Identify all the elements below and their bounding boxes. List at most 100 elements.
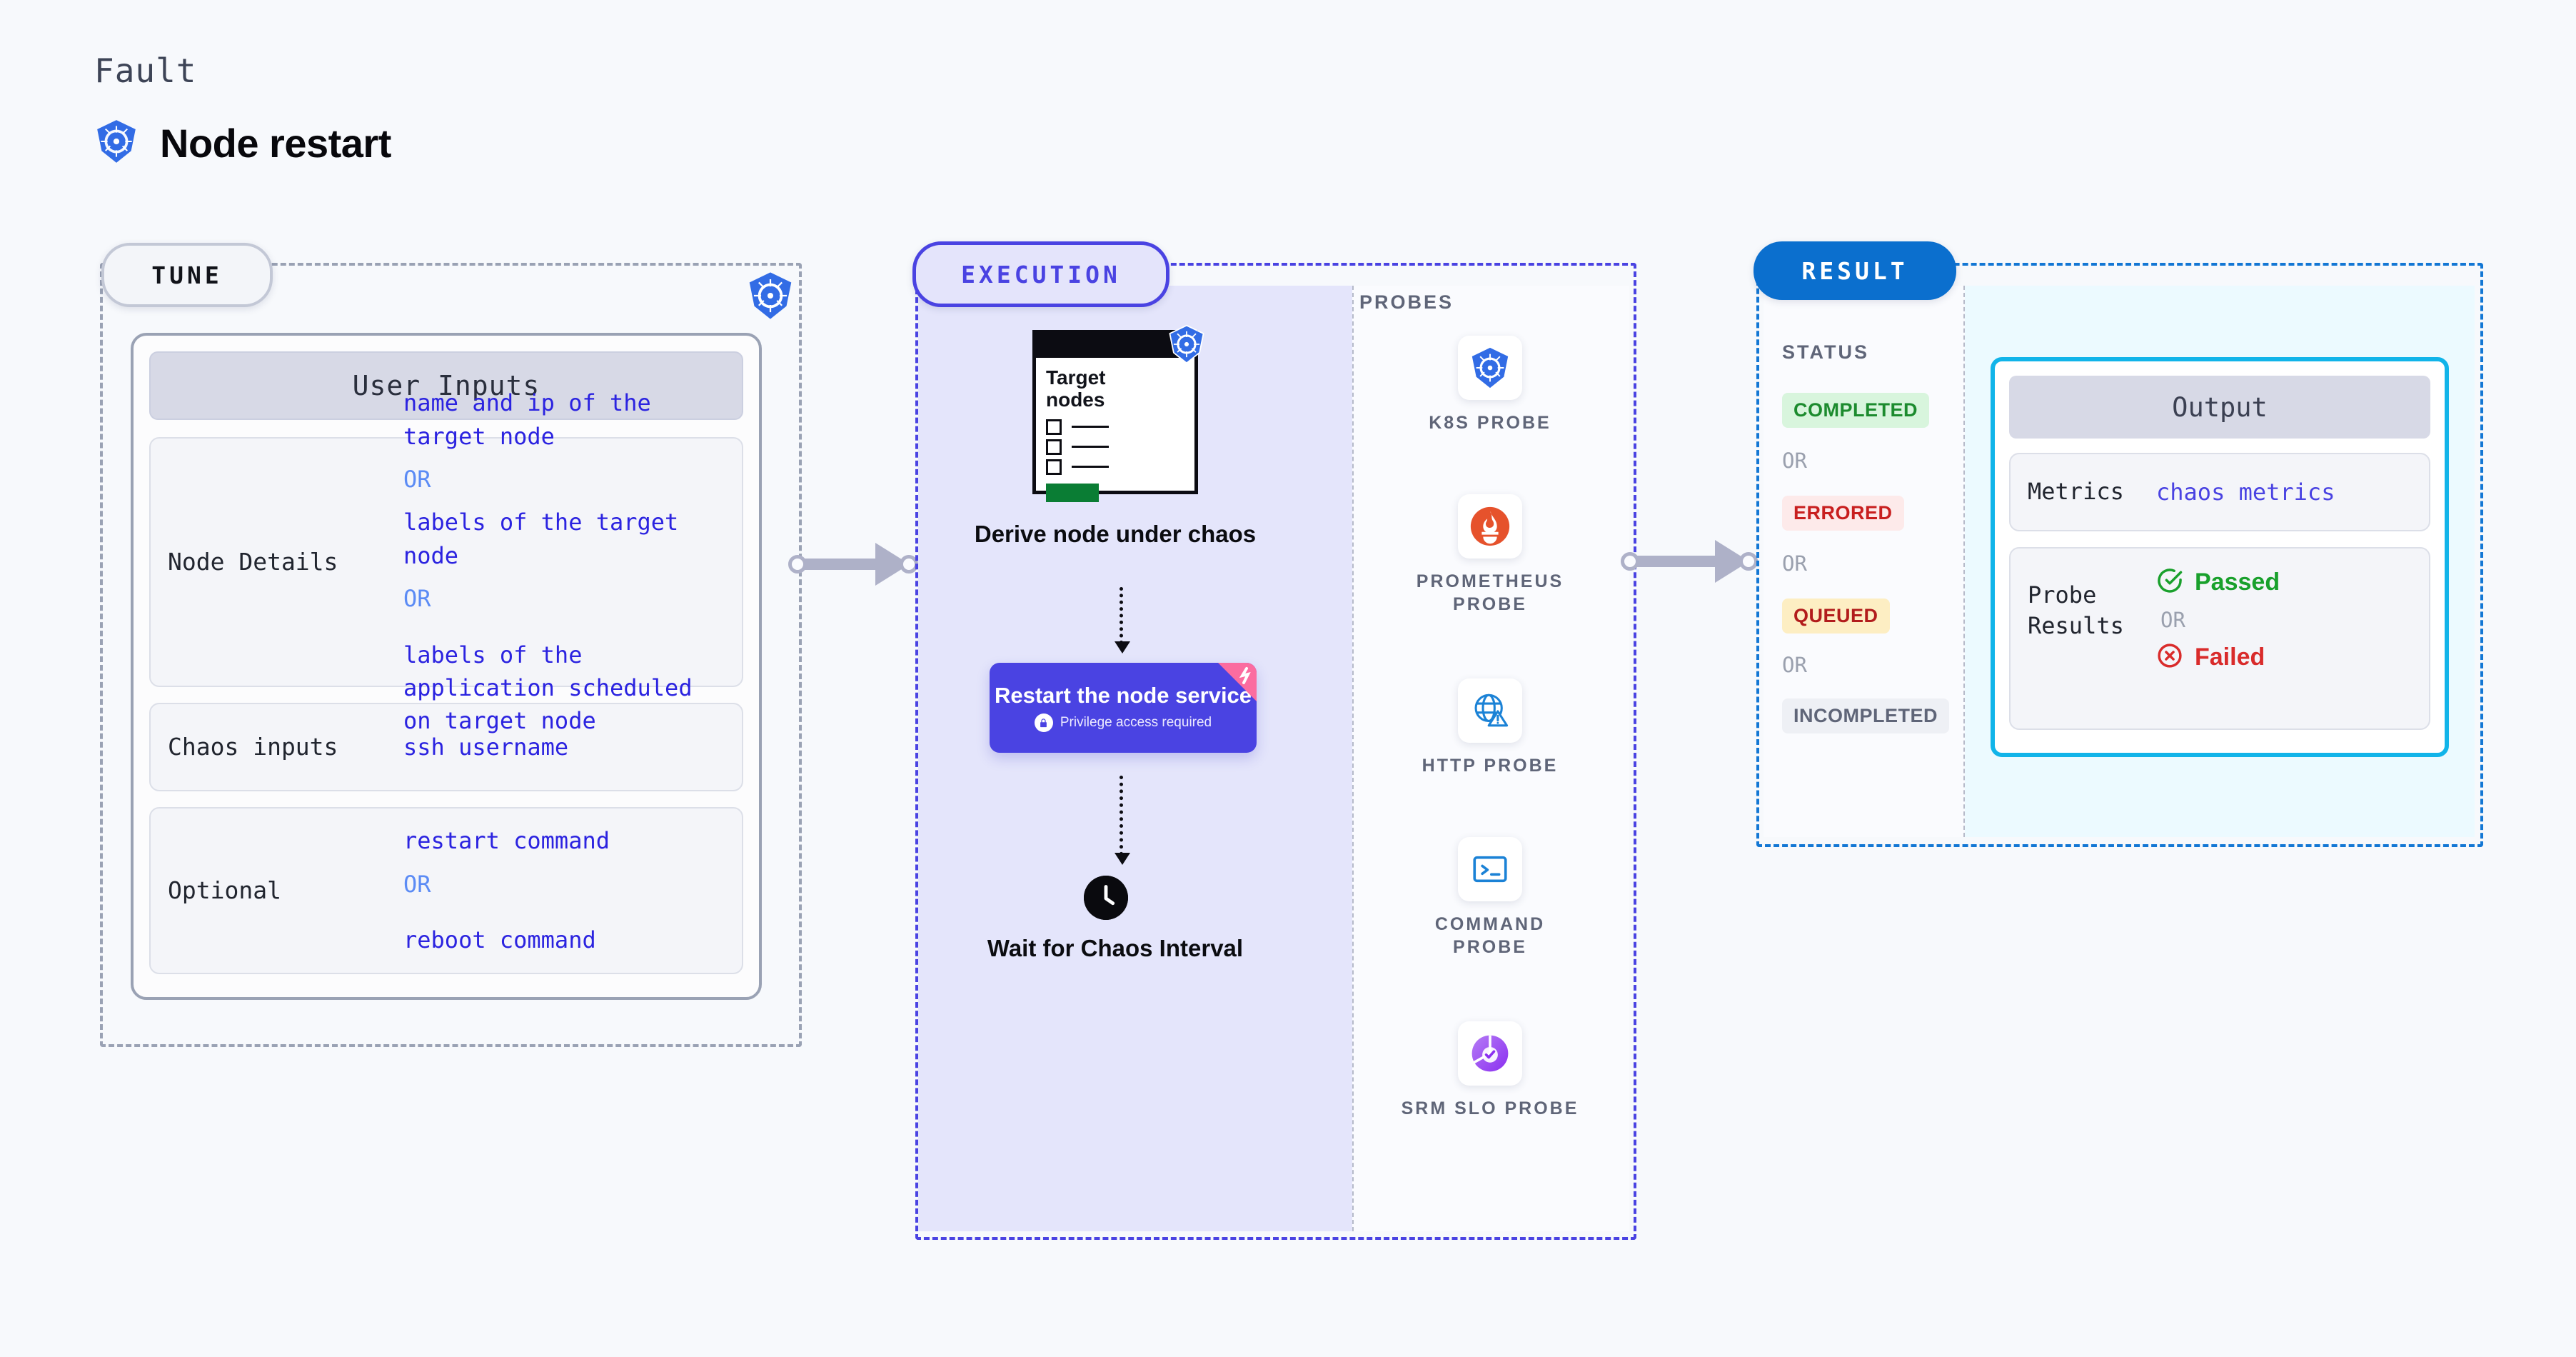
clock-icon — [1084, 876, 1128, 920]
status-badge-completed: COMPLETED — [1782, 393, 1930, 428]
optional-values: restart command OR reboot command — [403, 824, 610, 956]
metrics-value: chaos metrics — [2156, 479, 2335, 506]
http-globe-icon — [1458, 678, 1522, 743]
node-details-value-3: labels of the application scheduled on t… — [403, 641, 693, 735]
kubernetes-icon — [745, 270, 796, 321]
status-badge-incompleted: INCOMPLETED — [1782, 698, 1950, 733]
output-header: Output — [2009, 376, 2430, 439]
node-details-value-1: name and ip of the target node — [403, 389, 651, 450]
probes-label: PROBES — [1359, 291, 1454, 313]
node-details-values: name and ip of the target node OR labels… — [403, 386, 725, 738]
target-list-item — [1036, 417, 1194, 437]
probe-results-or: OR — [2160, 608, 2185, 632]
status-region — [1764, 286, 1965, 837]
probe-k8s[interactable]: K8S PROBE — [1352, 336, 1628, 434]
placeholder-line — [1072, 466, 1109, 469]
restart-step-title: Restart the node service — [994, 682, 1252, 708]
probe-label: K8S PROBE — [1429, 413, 1551, 433]
probe-http[interactable]: HTTP PROBE — [1352, 678, 1628, 777]
chaos-inputs-key: Chaos inputs — [168, 732, 338, 761]
checkbox-icon — [1046, 459, 1062, 475]
probe-result-passed: Passed — [2156, 567, 2280, 598]
srm-slo-icon — [1458, 1021, 1522, 1086]
prometheus-icon — [1458, 494, 1522, 559]
probe-label: COMMAND PROBE — [1434, 914, 1546, 957]
status-or-3: OR — [1782, 653, 1807, 677]
target-progress-bar — [1046, 483, 1099, 502]
probe-result-failed-label: Failed — [2195, 644, 2265, 671]
flow-arrow-2-head — [1115, 853, 1130, 865]
page-title: Node restart — [160, 121, 391, 166]
probe-label: SRM SLO PROBE — [1401, 1098, 1579, 1118]
user-inputs-header: User Inputs — [149, 351, 743, 420]
execution-badge[interactable]: EXECUTION — [912, 241, 1169, 307]
checkbox-icon — [1046, 439, 1062, 455]
status-or-2: OR — [1782, 551, 1807, 576]
privilege-note-text: Privilege access required — [1060, 715, 1212, 731]
target-nodes-titlebar — [1036, 334, 1194, 358]
target-list-item — [1036, 437, 1194, 457]
probe-label: PROMETHEUS PROBE — [1416, 571, 1564, 614]
target-title-line2: nodes — [1046, 389, 1105, 411]
chaos-inputs-values: ssh username — [403, 731, 568, 763]
wait-chaos-interval-caption: Wait for Chaos Interval — [987, 935, 1244, 961]
check-circle-icon — [2156, 567, 2183, 598]
target-title-line1: Target — [1046, 366, 1106, 389]
derive-node-caption: Derive node under chaos — [974, 521, 1257, 547]
node-details-or-2: OR — [403, 585, 431, 613]
restart-node-service-step[interactable]: Restart the node service Privilege acces… — [990, 663, 1257, 753]
probe-command[interactable]: COMMAND PROBE — [1352, 837, 1628, 958]
status-or-1: OR — [1782, 449, 1807, 473]
x-circle-icon — [2156, 642, 2183, 673]
chaos-inputs-row: Chaos inputs ssh username — [149, 703, 743, 791]
metrics-row: Metrics chaos metrics — [2009, 453, 2430, 531]
placeholder-line — [1072, 446, 1109, 449]
connector-tune-to-execution — [787, 543, 922, 586]
execution-panel — [915, 263, 1636, 1240]
optional-value-2: reboot command — [403, 926, 596, 954]
checkbox-icon — [1046, 419, 1062, 435]
optional-or-1: OR — [403, 870, 431, 898]
probe-label: HTTP PROBE — [1422, 756, 1559, 776]
lock-icon — [1034, 713, 1053, 733]
metrics-key: Metrics — [2028, 478, 2124, 506]
flow-arrow-1 — [1120, 587, 1126, 644]
tune-panel — [100, 263, 802, 1047]
target-list-item — [1036, 457, 1194, 477]
output-card: Output Metrics chaos metrics Probe Resul… — [1991, 357, 2449, 757]
optional-row: Optional restart command OR reboot comma… — [149, 807, 743, 974]
node-details-value-2: labels of the target node — [403, 509, 679, 569]
probe-results-values: Passed OR Failed — [2156, 567, 2280, 673]
probe-result-passed-label: Passed — [2195, 569, 2280, 596]
result-panel — [1756, 263, 2483, 847]
target-nodes-card: Target nodes — [1032, 330, 1198, 502]
chaos-inputs-value-1: ssh username — [403, 733, 569, 761]
tune-badge[interactable]: TUNE — [101, 243, 273, 307]
privilege-note: Privilege access required — [1034, 713, 1212, 733]
kubernetes-icon — [1458, 336, 1522, 400]
status-badge-errored: ERRORED — [1782, 496, 1904, 531]
probe-results-key: Probe Results — [2028, 567, 2156, 641]
kubernetes-icon — [93, 118, 140, 169]
flow-arrow-1-head — [1115, 641, 1130, 654]
target-nodes-title: Target nodes — [1036, 358, 1194, 417]
node-details-key: Node Details — [168, 547, 338, 576]
probe-prometheus[interactable]: PROMETHEUS PROBE — [1352, 494, 1628, 616]
placeholder-line — [1072, 426, 1109, 429]
node-details-or-1: OR — [403, 466, 431, 494]
terminal-icon — [1458, 837, 1522, 901]
fault-label: Fault — [94, 51, 197, 90]
probe-results-key-text: Probe Results — [2028, 581, 2124, 640]
optional-key: Optional — [168, 876, 281, 904]
kubernetes-icon — [1166, 324, 1207, 365]
status-label: STATUS — [1782, 341, 1869, 363]
optional-value-1: restart command — [403, 827, 610, 855]
node-details-row: Node Details name and ip of the target n… — [149, 389, 743, 734]
probe-srm-slo[interactable]: SRM SLO PROBE — [1352, 1021, 1628, 1120]
user-inputs-card: User Inputs Node Details name and ip of … — [131, 333, 762, 1000]
flow-arrow-2 — [1120, 776, 1126, 856]
result-badge[interactable]: RESULT — [1754, 241, 1956, 300]
status-badge-queued: QUEUED — [1782, 599, 1890, 634]
probe-results-row: Probe Results Passed OR Failed — [2009, 547, 2430, 730]
connector-execution-to-result — [1619, 540, 1762, 583]
